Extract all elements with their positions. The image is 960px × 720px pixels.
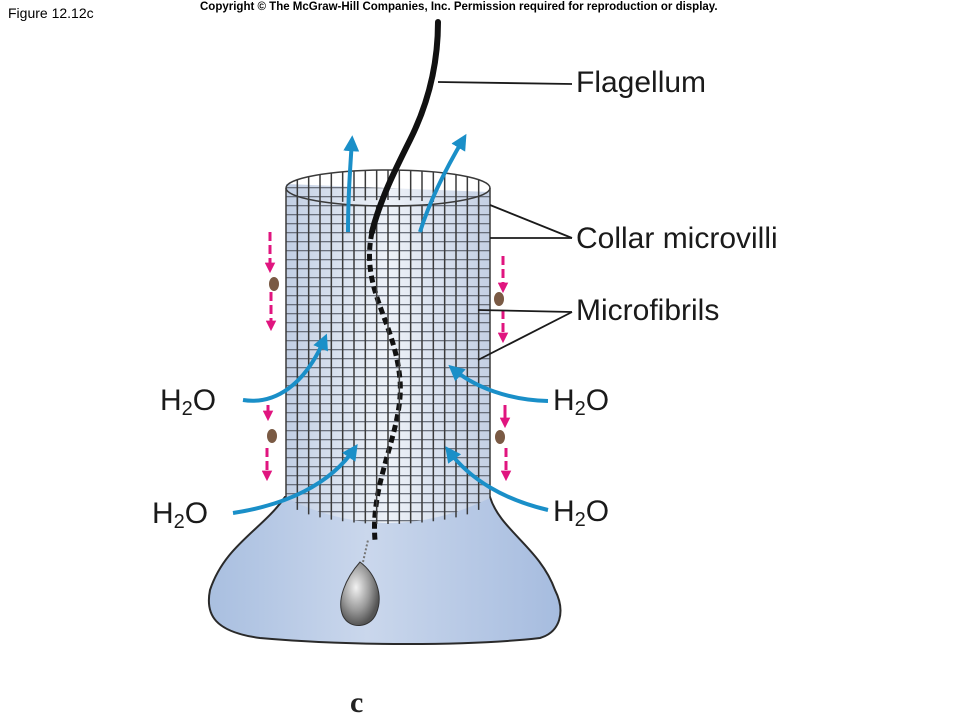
- inflow-arrow-lower-right: [445, 446, 549, 512]
- label-water-upper-left: H2O: [160, 384, 217, 420]
- nucleus: [340, 561, 380, 626]
- inflow-arrow-lower-left: [232, 444, 358, 515]
- label-collar-microvilli: Collar microvilli: [576, 222, 778, 255]
- panel-letter: c: [350, 686, 364, 719]
- flagellum: [369, 19, 441, 235]
- flagellum-inner: [367, 231, 403, 541]
- figure-number: Figure 12.12c: [8, 5, 94, 21]
- cell-body: [207, 496, 562, 645]
- particle-arrows: [261, 232, 512, 482]
- leader-lines: [437, 81, 573, 361]
- label-water-upper-right: H2O: [553, 384, 610, 420]
- label-microfibrils: Microfibrils: [576, 294, 720, 327]
- label-water-lower-left: H2O: [152, 497, 209, 533]
- copyright-notice: Copyright © The McGraw-Hill Companies, I…: [200, 1, 718, 13]
- inflow-arrow-upper-left: [242, 333, 328, 403]
- outflow-arrow-right: [418, 133, 467, 233]
- outflow-arrow-left: [343, 135, 360, 233]
- inflow-arrow-upper-right: [448, 364, 549, 403]
- label-water-lower-right: H2O: [553, 495, 610, 531]
- collar-microvilli: [285, 188, 491, 524]
- food-particles: [267, 277, 505, 444]
- label-flagellum: Flagellum: [576, 66, 707, 99]
